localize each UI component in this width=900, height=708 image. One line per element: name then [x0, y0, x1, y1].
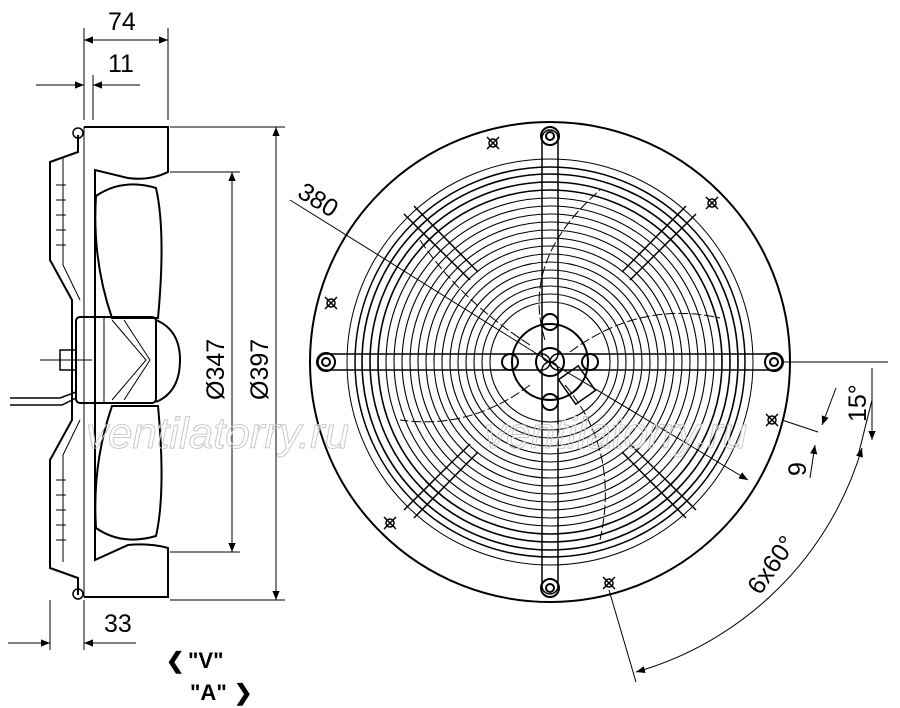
dim-angle: 15°	[844, 384, 872, 422]
guard-ring	[449, 261, 651, 463]
dim-hole: 9	[784, 462, 812, 476]
guard-bolts	[316, 126, 784, 598]
dim-pattern: 6x60°	[742, 531, 802, 600]
guard-ring	[417, 229, 683, 495]
label-airflow-a-arrow: ❯	[234, 680, 252, 706]
guard-ring	[473, 285, 627, 439]
guard-ring	[361, 173, 739, 551]
side-view	[10, 126, 182, 600]
side-dimensions: 74 11 33 Ø347 Ø397 ❮ "V" "A" ❯	[8, 8, 285, 706]
dim-bolt-circle: 380	[293, 177, 343, 223]
guard-ring	[481, 293, 619, 431]
dim-flange: 11	[108, 50, 134, 78]
guard-ring	[425, 237, 675, 487]
blade-outlines	[399, 189, 721, 541]
guard-fins	[56, 184, 66, 541]
guard-ring	[369, 181, 731, 543]
guard-ring	[441, 253, 659, 471]
guard-ring	[457, 269, 643, 455]
front-view: 380 15° 9 6x60°	[289, 121, 888, 683]
guard-ring	[385, 197, 715, 527]
blade-lower	[94, 405, 163, 541]
guard-ring	[401, 213, 699, 511]
mounting-holes	[324, 136, 779, 590]
dim-offset: 33	[104, 610, 132, 638]
blade-upper	[94, 183, 163, 319]
guard-ring	[489, 301, 611, 423]
guard-ring	[465, 277, 635, 447]
guard-ring	[409, 221, 691, 503]
dim-blade-diameter: Ø347	[202, 339, 230, 400]
watermark: ventilatorry.ru	[86, 409, 349, 458]
label-airflow-v-arrow: ❮	[166, 648, 184, 674]
dim-depth-total: 74	[108, 8, 136, 36]
guard-ring	[377, 189, 723, 535]
label-airflow-a: "A"	[190, 680, 227, 705]
label-airflow-v: "V"	[188, 648, 224, 673]
guard-ring	[433, 245, 667, 479]
guard-rings	[361, 173, 739, 551]
dim-housing-diameter: Ø397	[246, 339, 274, 400]
motor	[40, 316, 182, 404]
watermark-repeat: ventilatorry.ru	[484, 409, 747, 458]
guard-ring	[393, 205, 707, 519]
